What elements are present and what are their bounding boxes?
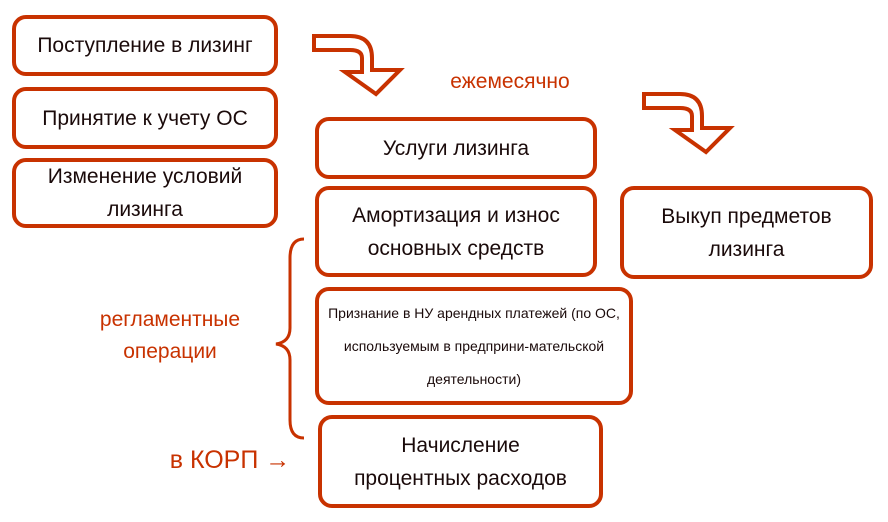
box-text: Поступление в лизинг <box>37 34 253 57</box>
box-depreciation: Амортизация и износ основных средств <box>315 186 597 277</box>
box-asset-registration: Принятие к учету ОС <box>12 87 278 149</box>
box-text: Начисление процентных расходов <box>354 433 567 490</box>
box-leasing-services: Услуги лизинга <box>315 117 597 179</box>
box-text: Амортизация и износ основных средств <box>352 203 560 260</box>
curved-arrow-icon <box>312 34 405 97</box>
box-text: Изменение условий лизинга <box>47 165 243 221</box>
box-buyout: Выкуп предметов лизинга <box>620 186 873 279</box>
routine-operations-label: регламентные операции <box>99 308 241 363</box>
brace-icon <box>275 237 305 440</box>
box-text: Выкуп предметов лизинга <box>661 204 832 261</box>
box-text: Услуги лизинга <box>382 136 530 160</box>
curved-arrow-icon <box>642 92 735 155</box>
box-text: Признание в НУ арендных платежей (по ОС,… <box>328 304 620 387</box>
korp-label: в КОРП → <box>169 446 291 474</box>
box-leasing-receipt: Поступление в лизинг <box>12 15 278 76</box>
box-text: Принятие к учету ОС <box>42 106 248 130</box>
box-terms-change: Изменение условий лизинга <box>12 158 278 228</box>
box-interest-accrual: Начисление процентных расходов <box>318 415 603 508</box>
monthly-label: ежемесячно <box>450 70 570 93</box>
box-tax-recognition: Признание в НУ арендных платежей (по ОС,… <box>315 287 633 405</box>
